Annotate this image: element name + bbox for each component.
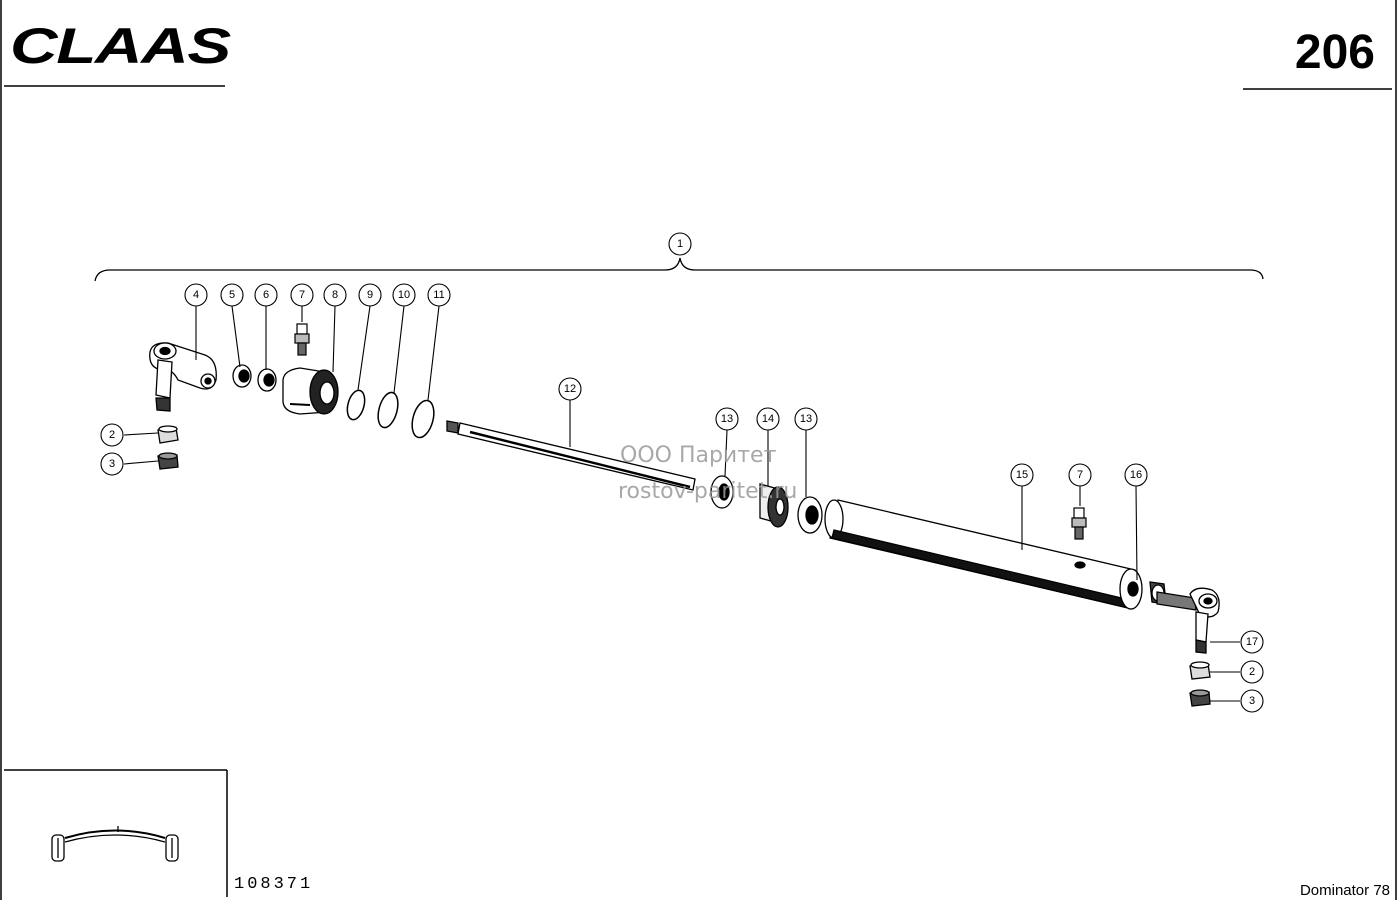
svg-text:3: 3 xyxy=(109,458,115,470)
callout-13-b: 13 xyxy=(794,407,818,431)
callout-14: 14 xyxy=(756,407,780,431)
tie-rod-end-right xyxy=(1156,587,1220,654)
drawing-number: 108371 xyxy=(234,875,313,894)
locator-thumbnail xyxy=(51,826,179,862)
svg-text:12: 12 xyxy=(564,383,576,395)
svg-text:13: 13 xyxy=(800,413,812,425)
o-rings xyxy=(346,389,435,439)
callout-5: 5 xyxy=(220,283,244,307)
svg-text:10: 10 xyxy=(398,289,410,301)
tie-rod-end-left xyxy=(149,342,217,412)
grease-nipple-left xyxy=(294,323,310,356)
brand-logo: CLAAS xyxy=(10,18,231,74)
callout-2-left: 2 xyxy=(100,423,124,447)
nut-left xyxy=(157,425,179,470)
assembly-bracket xyxy=(94,257,1264,282)
svg-text:3: 3 xyxy=(1249,695,1255,707)
callout-7-left: 7 xyxy=(290,283,314,307)
svg-text:17: 17 xyxy=(1246,636,1258,648)
callout-3-right: 3 xyxy=(1240,689,1264,713)
svg-text:7: 7 xyxy=(299,289,305,301)
svg-text:1: 1 xyxy=(677,238,683,250)
piston-rod xyxy=(446,420,696,491)
watermark-site: rostov-paritet.ru xyxy=(618,479,797,504)
callout-3-left: 3 xyxy=(100,452,124,476)
svg-text:13: 13 xyxy=(721,413,733,425)
svg-text:5: 5 xyxy=(229,289,235,301)
callout-7-right: 7 xyxy=(1068,463,1092,487)
piston-assembly xyxy=(710,475,823,534)
svg-text:2: 2 xyxy=(109,429,115,441)
svg-text:16: 16 xyxy=(1130,469,1142,481)
svg-text:7: 7 xyxy=(1077,469,1083,481)
callout-6: 6 xyxy=(254,283,278,307)
svg-text:6: 6 xyxy=(263,289,269,301)
callout-10: 10 xyxy=(392,283,416,307)
callout-13-a: 13 xyxy=(715,407,739,431)
page-number: 206 xyxy=(1295,26,1375,79)
callout-2-right: 2 xyxy=(1240,660,1264,684)
callout-9: 9 xyxy=(358,283,382,307)
watermark-company: ООО Паритет xyxy=(620,443,777,468)
callout-12: 12 xyxy=(558,377,582,401)
callout-17: 17 xyxy=(1240,630,1264,654)
washers-left xyxy=(232,364,277,392)
nut-right xyxy=(1189,661,1211,707)
leader-lines xyxy=(123,305,1240,702)
svg-text:14: 14 xyxy=(762,413,774,425)
callout-1: 1 xyxy=(668,232,692,256)
svg-text:8: 8 xyxy=(332,289,338,301)
svg-text:9: 9 xyxy=(367,289,373,301)
callouts: 1 4 5 6 7 8 9 10 11 2 3 12 13 14 13 15 7… xyxy=(100,232,1264,713)
svg-text:15: 15 xyxy=(1016,469,1028,481)
callout-15: 15 xyxy=(1010,463,1034,487)
callout-11: 11 xyxy=(427,283,451,307)
callout-8: 8 xyxy=(323,283,347,307)
svg-text:11: 11 xyxy=(433,289,444,301)
svg-text:2: 2 xyxy=(1249,666,1255,678)
callout-4: 4 xyxy=(184,283,208,307)
cylinder-tube xyxy=(824,499,1143,610)
model-name: Dominator 78 xyxy=(1300,882,1390,899)
grease-nipple-right xyxy=(1071,507,1087,540)
cylinder-head xyxy=(282,367,339,415)
svg-text:4: 4 xyxy=(193,289,199,301)
callout-16: 16 xyxy=(1124,463,1148,487)
